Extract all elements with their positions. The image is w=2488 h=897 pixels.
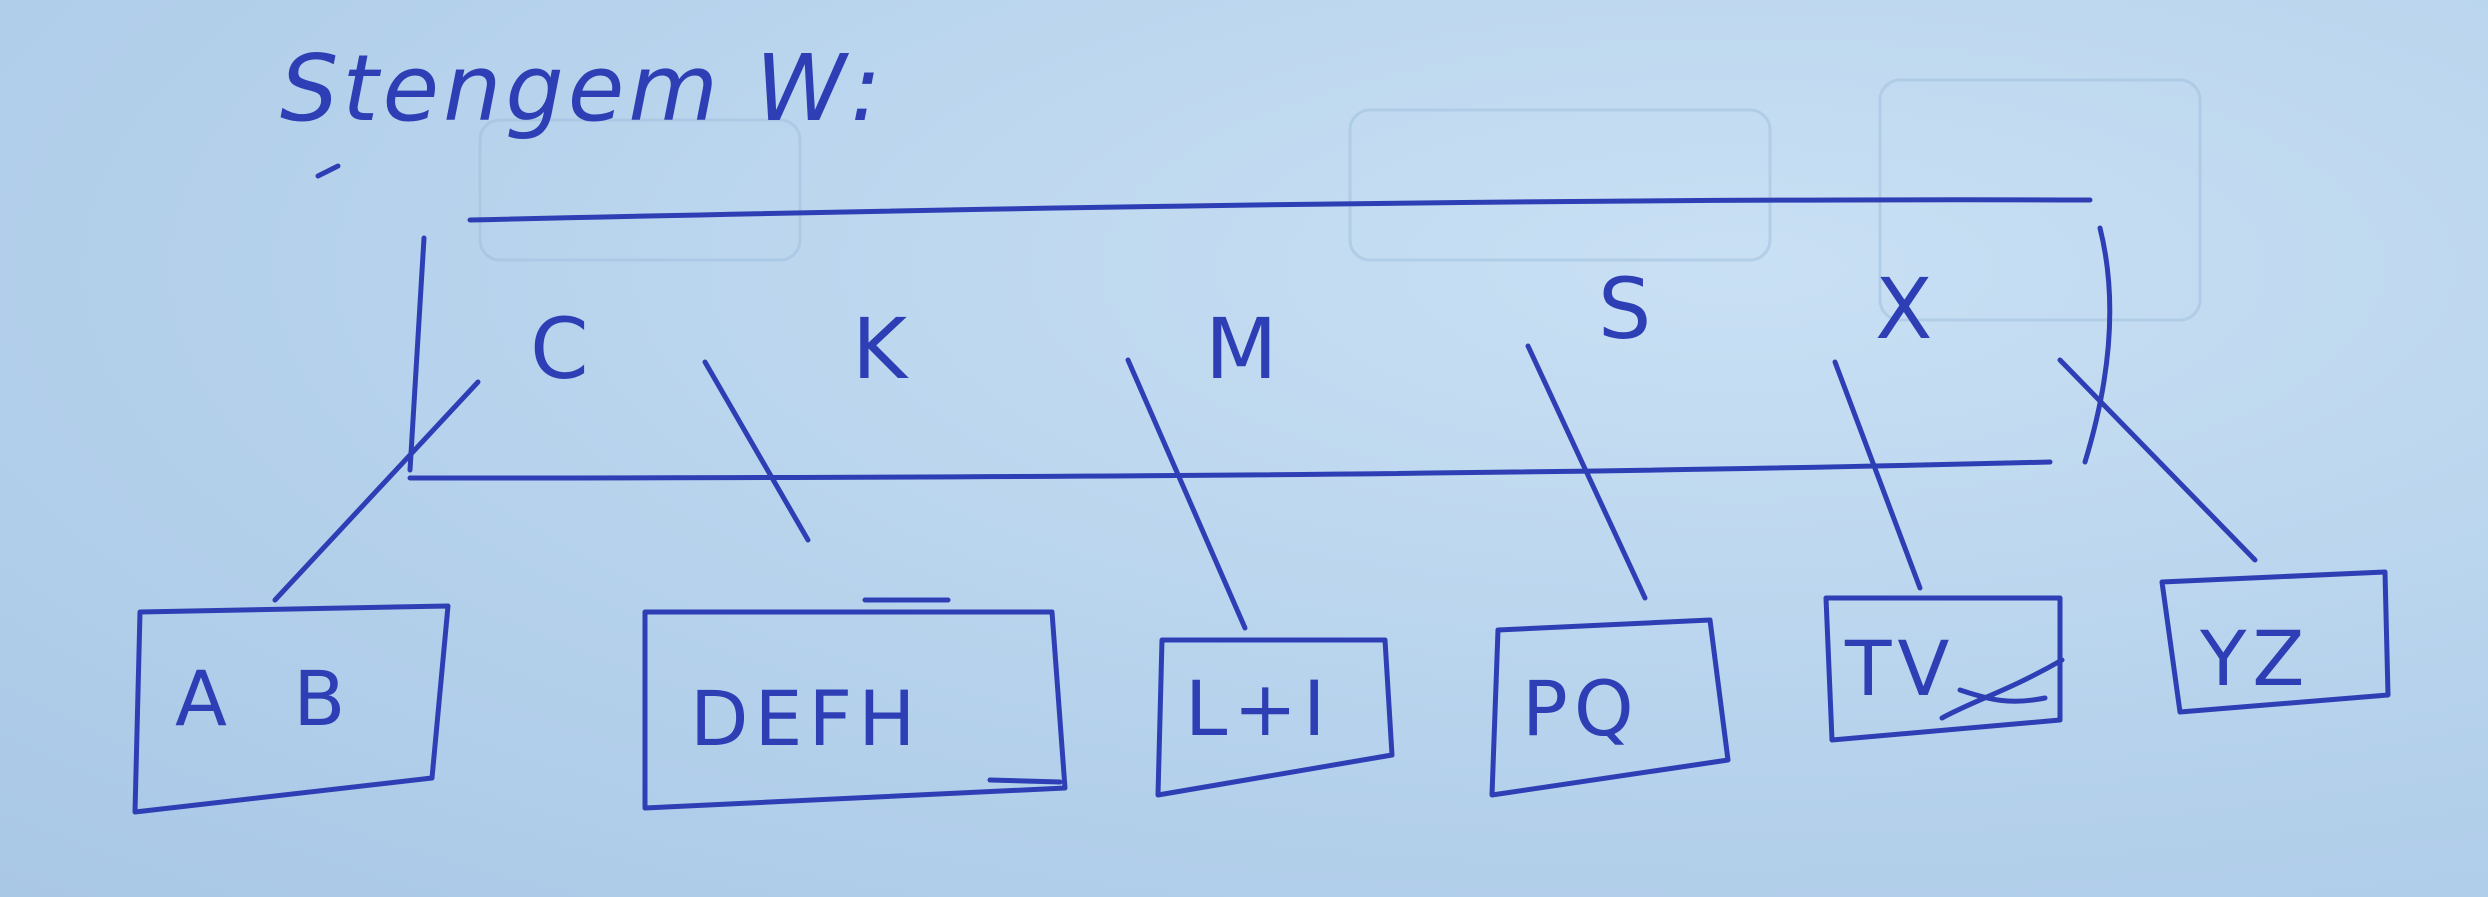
child-node-2: DEFH: [642, 597, 1068, 811]
crossed-out-scribble: [1939, 657, 2065, 721]
root-key-2: K: [852, 300, 909, 398]
root-node-right-border: [2082, 225, 2113, 465]
child-node-2-border: [642, 609, 1068, 811]
root-node-bottom-border: [407, 459, 2053, 481]
edge-to-child-4: [1525, 343, 1648, 601]
root-key-1: C: [530, 300, 589, 398]
edge-to-child-1: [272, 379, 481, 603]
child-node-1-label: A B: [175, 654, 351, 743]
root-key-5: X: [1875, 260, 1933, 358]
child-node-1-border: [132, 603, 451, 815]
child-node-3-label: L+I: [1185, 664, 1331, 753]
edge-to-child-6: [2057, 357, 2258, 563]
child-node-5-border: [1823, 595, 2063, 743]
child-node-3-border: [1155, 637, 1395, 798]
child-node-4-border: [1489, 617, 1731, 798]
child-node-4-label: PQ: [1522, 664, 1640, 753]
child-node-6: YZ: [2159, 569, 2391, 715]
child-node-2-bottom-stroke: [987, 777, 1063, 785]
edge-to-child-5: [1832, 359, 1923, 591]
edge-to-child-3: [1125, 357, 1248, 631]
root-node: C K M S X: [407, 197, 2113, 481]
edge-to-child-2: [702, 359, 811, 543]
child-node-3: L+I: [1155, 637, 1395, 798]
diagram-title: Stengem W:: [280, 35, 885, 142]
child-node-5-label: TV: [1844, 624, 1955, 713]
root-node-top-border: [467, 197, 2093, 223]
paper-showthrough: [478, 78, 2202, 322]
root-key-3: M: [1205, 300, 1277, 398]
child-node-6-label: YZ: [2199, 614, 2311, 703]
child-node-2-label: DEFH: [690, 674, 921, 763]
child-node-5: TV: [1823, 595, 2065, 743]
child-node-1: A B: [132, 603, 451, 815]
root-node-left-border: [407, 235, 427, 473]
pointer-edges: [272, 343, 2258, 631]
root-key-4: S: [1598, 260, 1651, 358]
child-node-4: PQ: [1489, 617, 1731, 798]
title-tick-mark: [315, 163, 341, 179]
child-node-6-border: [2159, 569, 2391, 715]
